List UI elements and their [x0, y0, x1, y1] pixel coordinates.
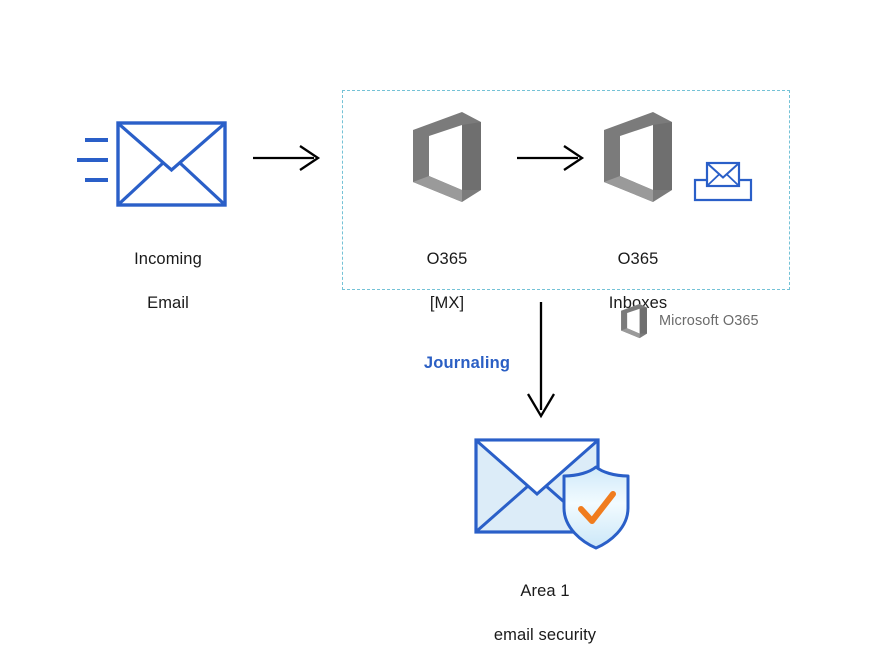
o365-inboxes-label-line1: O365: [617, 250, 659, 268]
o365-inboxes-label: O365 Inboxes: [578, 226, 698, 336]
o365-inboxes-node: [596, 110, 680, 204]
office-365-logo-icon: [413, 112, 481, 202]
journaling-edge-label: Journaling: [423, 354, 511, 372]
arrow-right-icon: [253, 145, 321, 171]
o365-mx-label: O365 [MX]: [387, 226, 507, 336]
incoming-email-label-line1: Incoming: [134, 250, 202, 268]
arrow-inboxes-to-area1: [520, 300, 562, 420]
o365-mx-label-line2: [MX]: [429, 294, 465, 312]
area1-label-line2: email security: [493, 626, 597, 644]
incoming-email-label-line2: Email: [147, 294, 189, 312]
envelope-shield-check-icon: [474, 438, 630, 550]
area1-label-line1: Area 1: [520, 582, 570, 600]
o365-mx-label-line1: O365: [426, 250, 468, 268]
area1-email-security-label: Area 1 email security: [470, 558, 620, 653]
office-365-logo-icon: [604, 112, 672, 202]
microsoft-o365-legend-label: Microsoft O365: [659, 313, 759, 329]
microsoft-o365-legend: Microsoft O365: [618, 302, 759, 340]
arrow-right-icon: [517, 145, 585, 171]
arrow-incoming-to-mx: [252, 142, 324, 174]
arrow-down-icon: [527, 302, 555, 419]
area1-email-security-node: [470, 432, 630, 550]
incoming-email-label: Incoming Email: [98, 226, 238, 336]
o365-mx-node: [405, 110, 489, 204]
incoming-email-node: [75, 118, 235, 210]
inbox-tray-envelope-icon: [693, 161, 753, 202]
arrow-mx-to-inboxes: [516, 142, 588, 174]
microsoft-o365-boundary-box: [342, 90, 790, 290]
office-365-logo-icon: [621, 303, 647, 339]
o365-inboxes-label-line2: Inboxes: [608, 294, 668, 312]
inbox-tray-node: [692, 156, 754, 204]
envelope-with-motion-lines-icon: [77, 121, 227, 207]
